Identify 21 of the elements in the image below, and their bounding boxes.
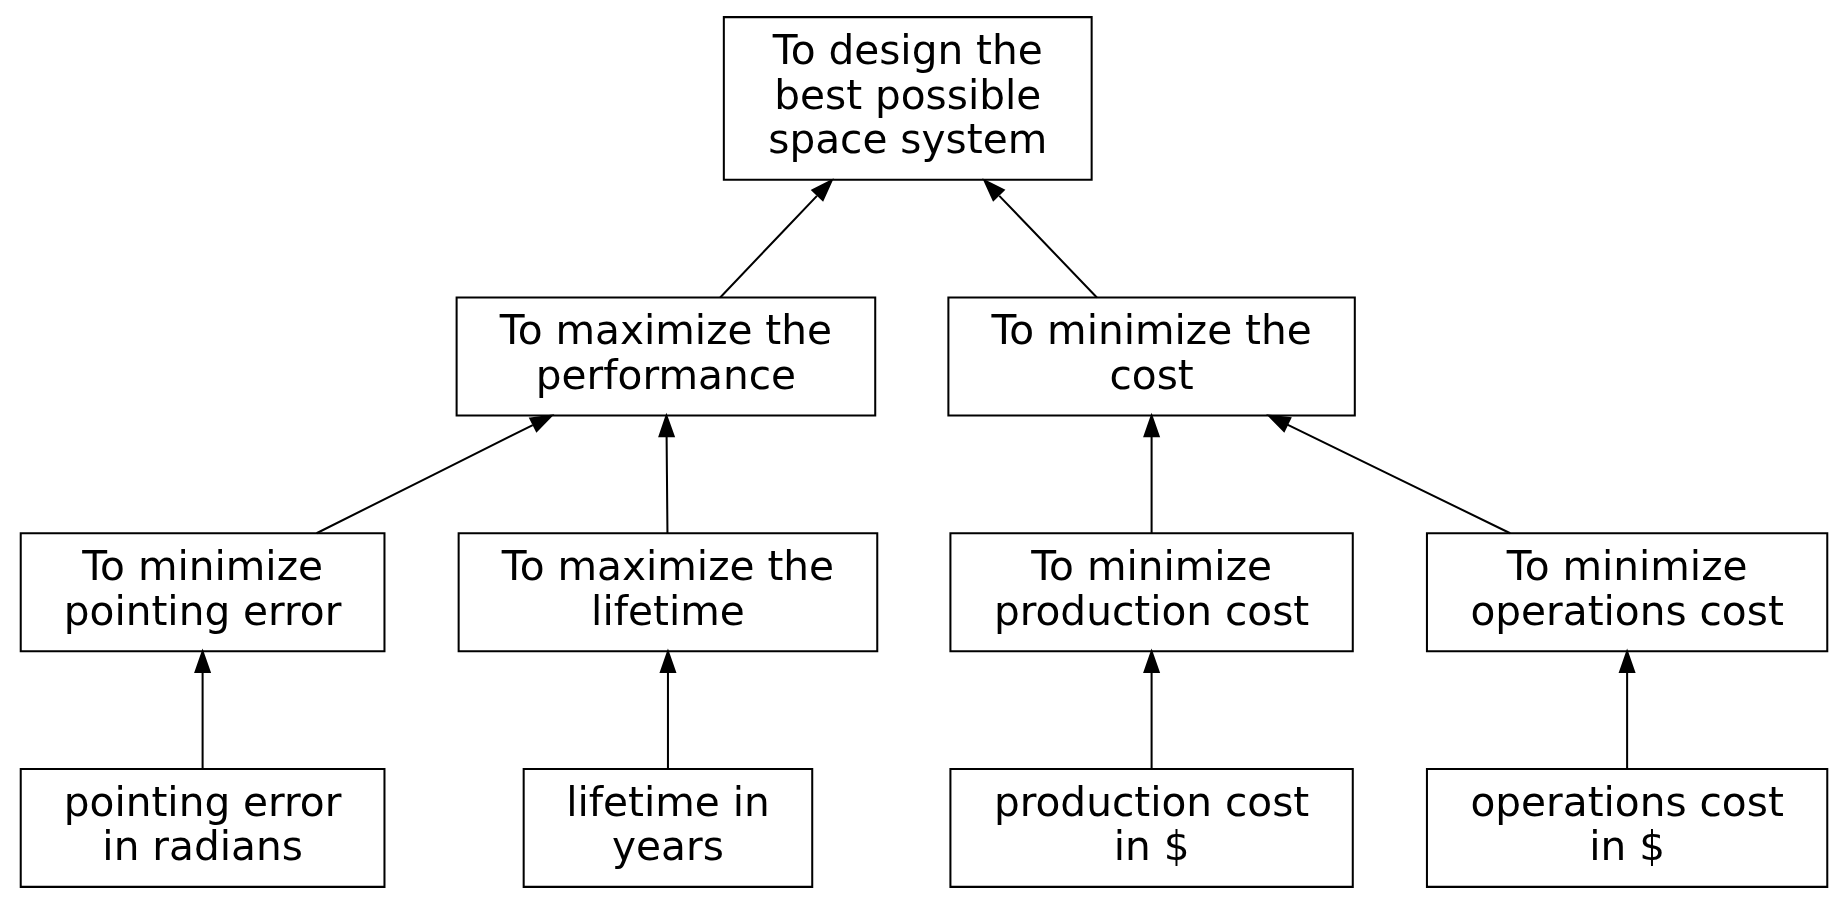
arrow [1142,648,1160,769]
arrow [1142,412,1160,533]
arrow [657,412,675,533]
node-box: To maximize the lifetime [457,531,878,652]
arrow [718,177,834,298]
node-box: To minimize operations cost [1425,531,1828,652]
arrow [1265,413,1511,534]
node-box: operations cost in $ [1425,767,1828,888]
node-box: pointing error in radians [19,767,385,888]
node-box: production cost in $ [948,767,1354,888]
arrow [1618,648,1636,769]
node-box: To maximize the performance [455,296,876,416]
node-box: To minimize the cost [946,296,1356,416]
node-box: lifetime in years [522,767,813,888]
node-box: To design the best possible space system [722,15,1093,181]
arrow [315,413,554,534]
arrow [658,648,676,769]
arrow [193,648,211,769]
node-box: To minimize pointing error [19,531,385,652]
arrow [981,177,1098,298]
node-box: To minimize production cost [948,531,1354,652]
